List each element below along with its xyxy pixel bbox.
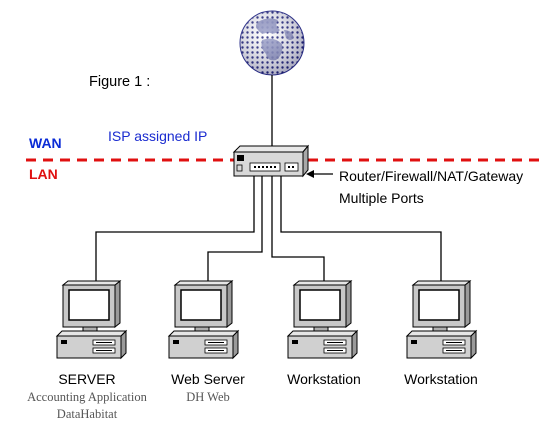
computer-role: Accounting Application bbox=[27, 390, 148, 404]
computer-name: Workstation bbox=[404, 371, 478, 387]
router-icon bbox=[232, 144, 310, 178]
isp-assigned-ip-label: ISP assigned IP bbox=[108, 128, 207, 144]
cable-workstation-1 bbox=[271, 176, 325, 285]
computer-icon bbox=[167, 279, 240, 360]
computer-icon bbox=[405, 279, 478, 360]
computer-name: SERVER bbox=[58, 371, 115, 387]
computer-name: Web Server bbox=[171, 371, 245, 387]
lan-label: LAN bbox=[29, 166, 58, 182]
router-label: Router/Firewall/NAT/Gateway bbox=[339, 168, 523, 184]
computer-icon bbox=[55, 279, 128, 360]
figure-label: Figure 1 : bbox=[89, 74, 150, 90]
computer-group bbox=[55, 279, 478, 360]
computer-role: DH Web bbox=[186, 390, 230, 404]
cable-web-server bbox=[207, 176, 263, 285]
router-ports-label: Multiple Ports bbox=[339, 190, 424, 206]
arrowhead-icon bbox=[306, 170, 314, 178]
computer-role: DataHabitat bbox=[57, 407, 118, 421]
computer-icon bbox=[286, 279, 359, 360]
wan-label: WAN bbox=[29, 135, 62, 151]
cable-workstation-2 bbox=[280, 176, 442, 285]
globe-icon bbox=[239, 10, 305, 76]
computer-name: Workstation bbox=[287, 371, 361, 387]
network-cables bbox=[95, 176, 442, 285]
cable-server bbox=[95, 176, 255, 285]
